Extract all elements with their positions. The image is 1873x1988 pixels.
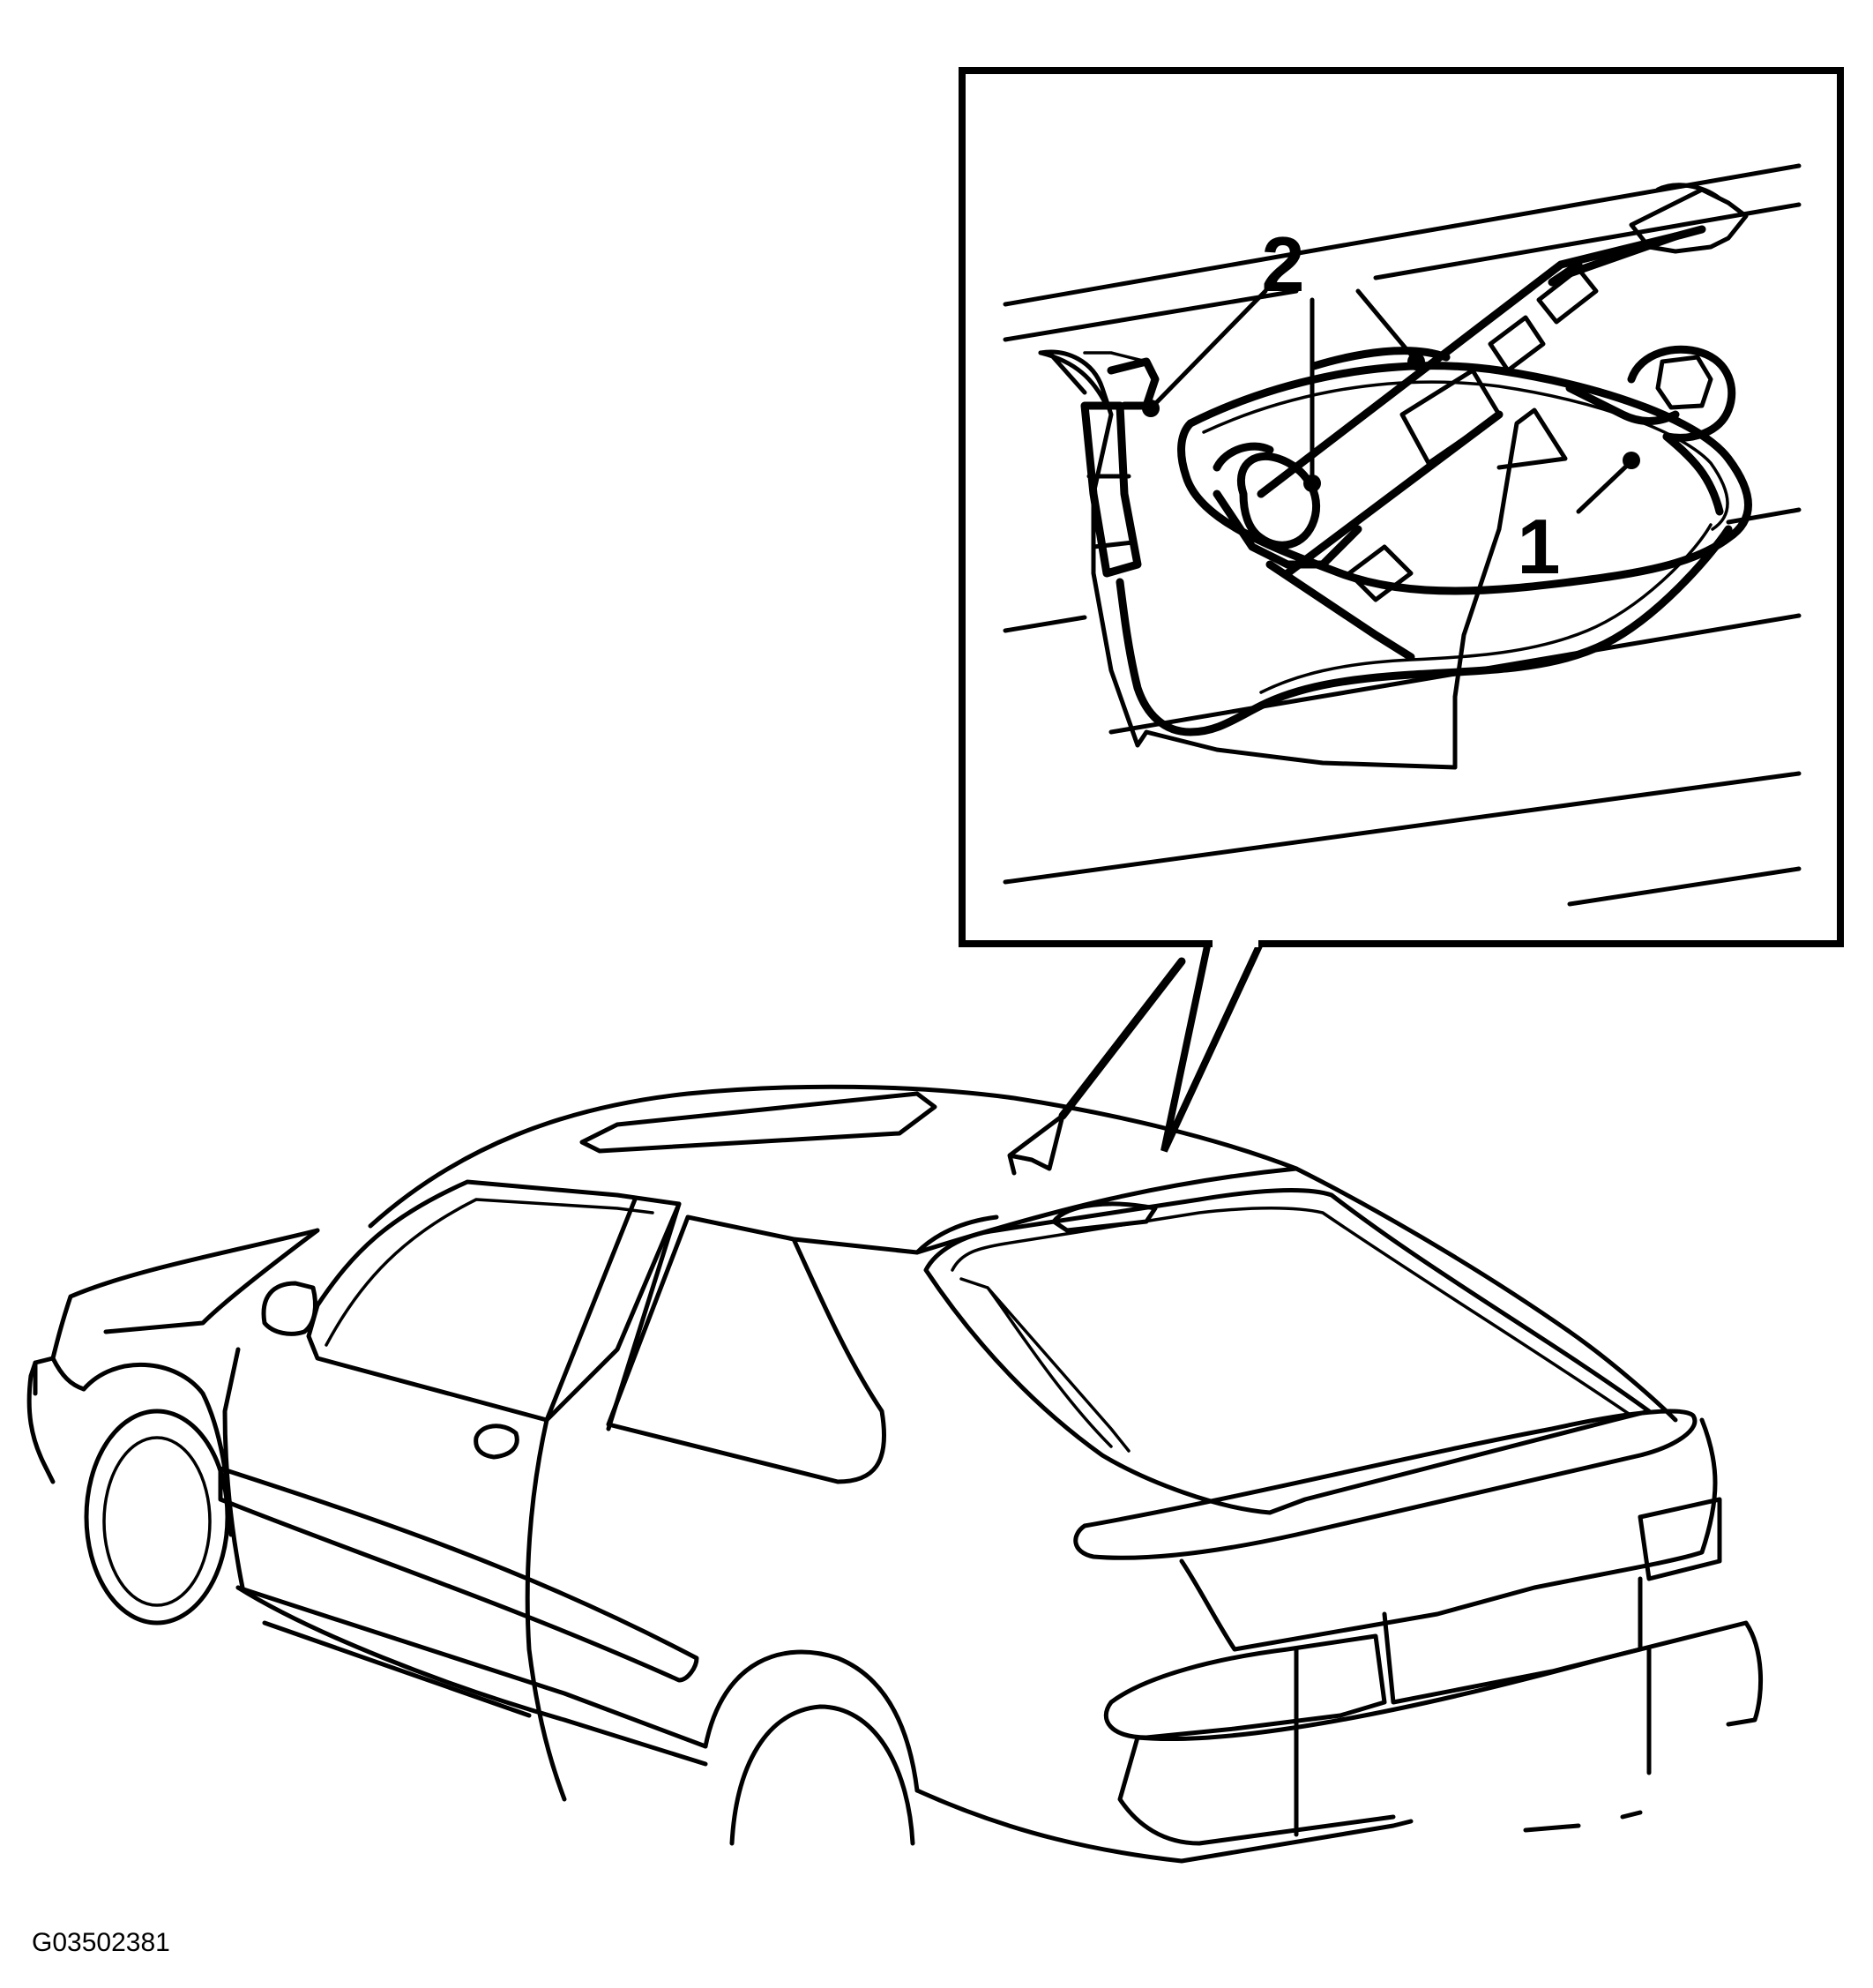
inset-cable-end bbox=[1347, 544, 1414, 602]
inset-frame bbox=[959, 67, 1844, 947]
car-illustration bbox=[26, 1084, 1763, 1864]
car-rear-window bbox=[923, 1188, 1652, 1515]
car-front-wheel bbox=[84, 1409, 230, 1626]
inset-cable-lower-inner bbox=[1259, 523, 1713, 694]
car-c-pillar bbox=[791, 1214, 999, 1255]
inset-roof-line-6 bbox=[1567, 866, 1802, 907]
car-rear-spoiler bbox=[1073, 1409, 1698, 1560]
car-bumper-details bbox=[1294, 1647, 1652, 1837]
inset-round-connector bbox=[1236, 452, 1321, 549]
callout-2-dot-right bbox=[1407, 353, 1425, 370]
car-rear-bumper bbox=[914, 1620, 1763, 1864]
figure-id: G03502381 bbox=[32, 1928, 170, 1957]
car-roof-outline bbox=[368, 1084, 1299, 1229]
callout-2-leader-left bbox=[1148, 288, 1268, 411]
inset-diagonal-connector-3 bbox=[1536, 266, 1599, 325]
callout-2-dot-left bbox=[1142, 400, 1160, 417]
inset-diagonal-connector-2 bbox=[1488, 315, 1546, 373]
inset-cable-lower bbox=[1116, 525, 1733, 736]
callout-2-leader-right bbox=[1355, 288, 1418, 362]
inset-grommet-cable bbox=[1565, 384, 1724, 516]
car-rear-wheel-arch bbox=[703, 1649, 920, 1793]
car-windshield-edge bbox=[103, 1228, 320, 1334]
antenna bbox=[1007, 957, 1186, 1176]
car-rear-wheel bbox=[729, 1704, 915, 1846]
inset-pointer bbox=[1160, 938, 1267, 1153]
inset-cable-top-arc bbox=[1310, 347, 1451, 370]
car-side-mirror bbox=[261, 1281, 317, 1336]
inset-round-connector-body bbox=[1213, 442, 1362, 569]
inset-grommet-nut bbox=[1655, 355, 1713, 410]
callout-1-leader bbox=[1576, 460, 1632, 514]
inset-roof-line-5 bbox=[1003, 771, 1802, 885]
antenna-mast bbox=[1058, 957, 1186, 1120]
inset-cable-bend bbox=[1265, 560, 1415, 661]
inset-left-connector-detail bbox=[1038, 350, 1136, 549]
callout-2-label: 2 bbox=[1262, 220, 1305, 308]
car-lower-body-line bbox=[235, 1585, 708, 1749]
car-side-molding bbox=[218, 1466, 699, 1683]
inset-roof-line-1 bbox=[1003, 163, 1802, 307]
car-sunroof bbox=[579, 1091, 937, 1154]
car-rear-roof-edge bbox=[914, 1166, 1678, 1423]
inset-cable-loop-inner bbox=[1202, 380, 1729, 531]
car-hood bbox=[33, 1228, 320, 1396]
car-taillight-right bbox=[1638, 1497, 1722, 1581]
inset-roof-line-2 bbox=[1003, 202, 1802, 342]
car-front-window-inner bbox=[325, 1198, 654, 1347]
inset-antenna-mount-top bbox=[1629, 183, 1749, 254]
callout-1-dot bbox=[1623, 452, 1640, 469]
car-front-window bbox=[306, 1179, 682, 1423]
inset-diagonal-connector-1 bbox=[1399, 368, 1502, 466]
callout-2-dot-center bbox=[1303, 475, 1321, 492]
car-front-bumper bbox=[26, 1356, 86, 1484]
car-rocker bbox=[235, 1585, 708, 1767]
car-front-wheel-arch bbox=[81, 1363, 234, 1537]
car-trunk-lid bbox=[1179, 1417, 1718, 1652]
car-b-pillar bbox=[544, 1197, 682, 1431]
detail-inset bbox=[959, 67, 1844, 1153]
car-rear-side-window bbox=[606, 1214, 887, 1484]
inset-pointer-joint bbox=[1213, 935, 1258, 947]
inset-left-tab bbox=[1107, 357, 1160, 410]
inset-grommet bbox=[1627, 345, 1736, 442]
car-front-wheel-inner bbox=[102, 1436, 212, 1607]
inset-left-connector bbox=[1080, 401, 1142, 578]
car-door-handle bbox=[474, 1424, 519, 1460]
inset-roof-line-3 bbox=[1003, 507, 1802, 633]
antenna-base bbox=[1007, 1113, 1065, 1176]
car-taillight bbox=[1103, 1633, 1387, 1740]
inset-headliner-edge bbox=[1083, 351, 1148, 363]
callouts: 2 1 bbox=[1142, 220, 1640, 590]
car-rear-window-inner bbox=[951, 1207, 1633, 1453]
callout-1-label: 1 bbox=[1518, 503, 1561, 590]
inset-upper-cable bbox=[1548, 225, 1706, 287]
car-brake-light bbox=[1051, 1201, 1158, 1233]
